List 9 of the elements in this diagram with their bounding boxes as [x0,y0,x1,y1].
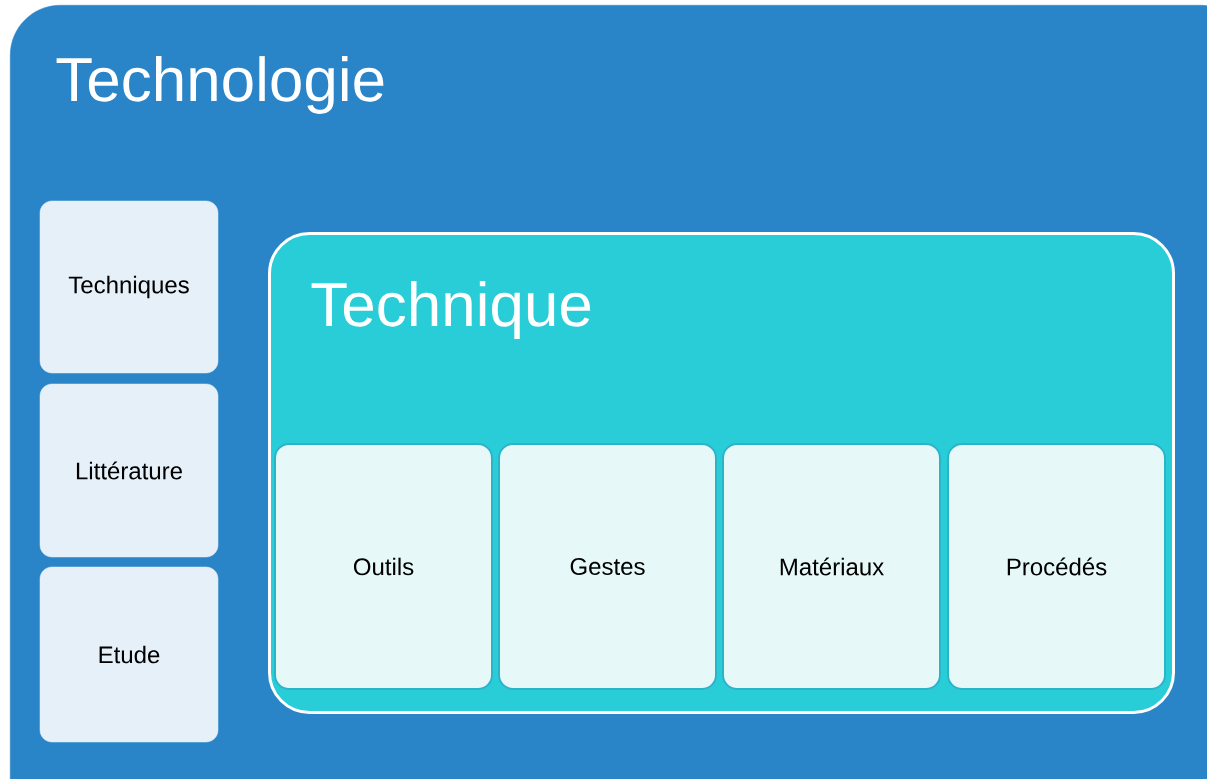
panel-heading: Technologie [56,56,384,114]
category-box: Techniques [39,200,219,374]
component-box: Outils [274,443,493,690]
component-box: Procédés [947,443,1166,690]
component-box: Gestes [498,443,717,690]
component-box: Matériaux [722,443,941,690]
category-box: Etude [39,566,219,743]
category-box: Littérature [39,383,219,558]
panel-heading: Technique [311,281,591,339]
